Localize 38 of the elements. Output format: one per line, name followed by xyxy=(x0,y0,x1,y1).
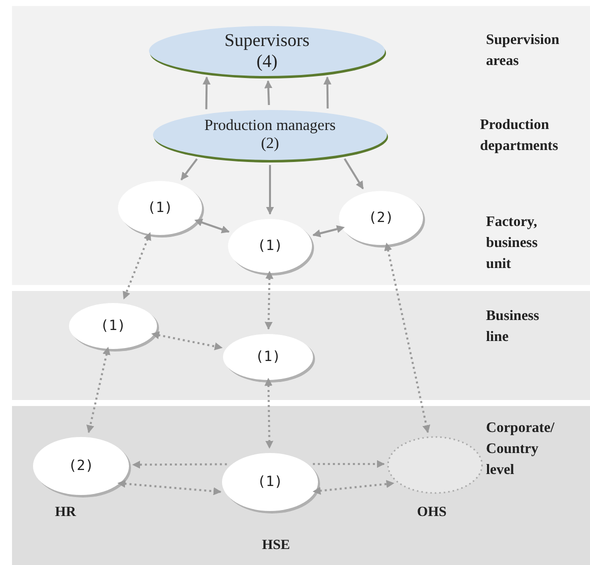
connector-arrow xyxy=(344,158,364,190)
connector-arrow xyxy=(122,232,152,300)
connector-arrow xyxy=(86,346,110,434)
level-band xyxy=(12,6,590,285)
connector-arrow xyxy=(266,165,274,215)
level-label: Factory, business unit xyxy=(486,213,538,274)
level-band xyxy=(12,406,590,565)
connector-arrow xyxy=(117,480,222,496)
node-label: (2) xyxy=(68,458,94,474)
connector-arrow xyxy=(132,460,227,469)
connector-arrow xyxy=(264,270,274,330)
node-label: Production managers (2) xyxy=(203,117,337,153)
node-label: (1) xyxy=(255,348,281,366)
connector-arrow xyxy=(323,76,332,108)
level-label: Production departments xyxy=(480,116,558,156)
connector-arrow xyxy=(312,460,385,468)
node-label: (1) xyxy=(147,200,173,216)
node-label: (1) xyxy=(100,318,126,334)
connector-arrow xyxy=(180,158,198,180)
node-label: (1) xyxy=(257,238,283,254)
level-band xyxy=(12,291,590,400)
connector-arrow xyxy=(384,242,430,434)
connector-arrow xyxy=(264,378,274,449)
connector-arrow xyxy=(151,331,223,350)
connector-arrow xyxy=(194,218,230,234)
connector-arrow xyxy=(312,480,394,495)
level-label: Business line xyxy=(486,307,540,348)
node-label: (2) xyxy=(368,210,394,226)
node-label: (1) xyxy=(257,474,283,490)
node-caption: HSE xyxy=(262,538,290,554)
node-caption: OHS xyxy=(417,505,447,521)
node-label: Supervisors (4) xyxy=(224,30,310,72)
level-label: Supervision areas xyxy=(486,31,560,72)
connector-arrow xyxy=(202,76,211,110)
connector-arrow xyxy=(264,80,272,106)
node-caption: HR xyxy=(55,505,76,521)
connector-arrow xyxy=(312,225,345,238)
level-label: Corporate/ Country level xyxy=(486,419,554,480)
